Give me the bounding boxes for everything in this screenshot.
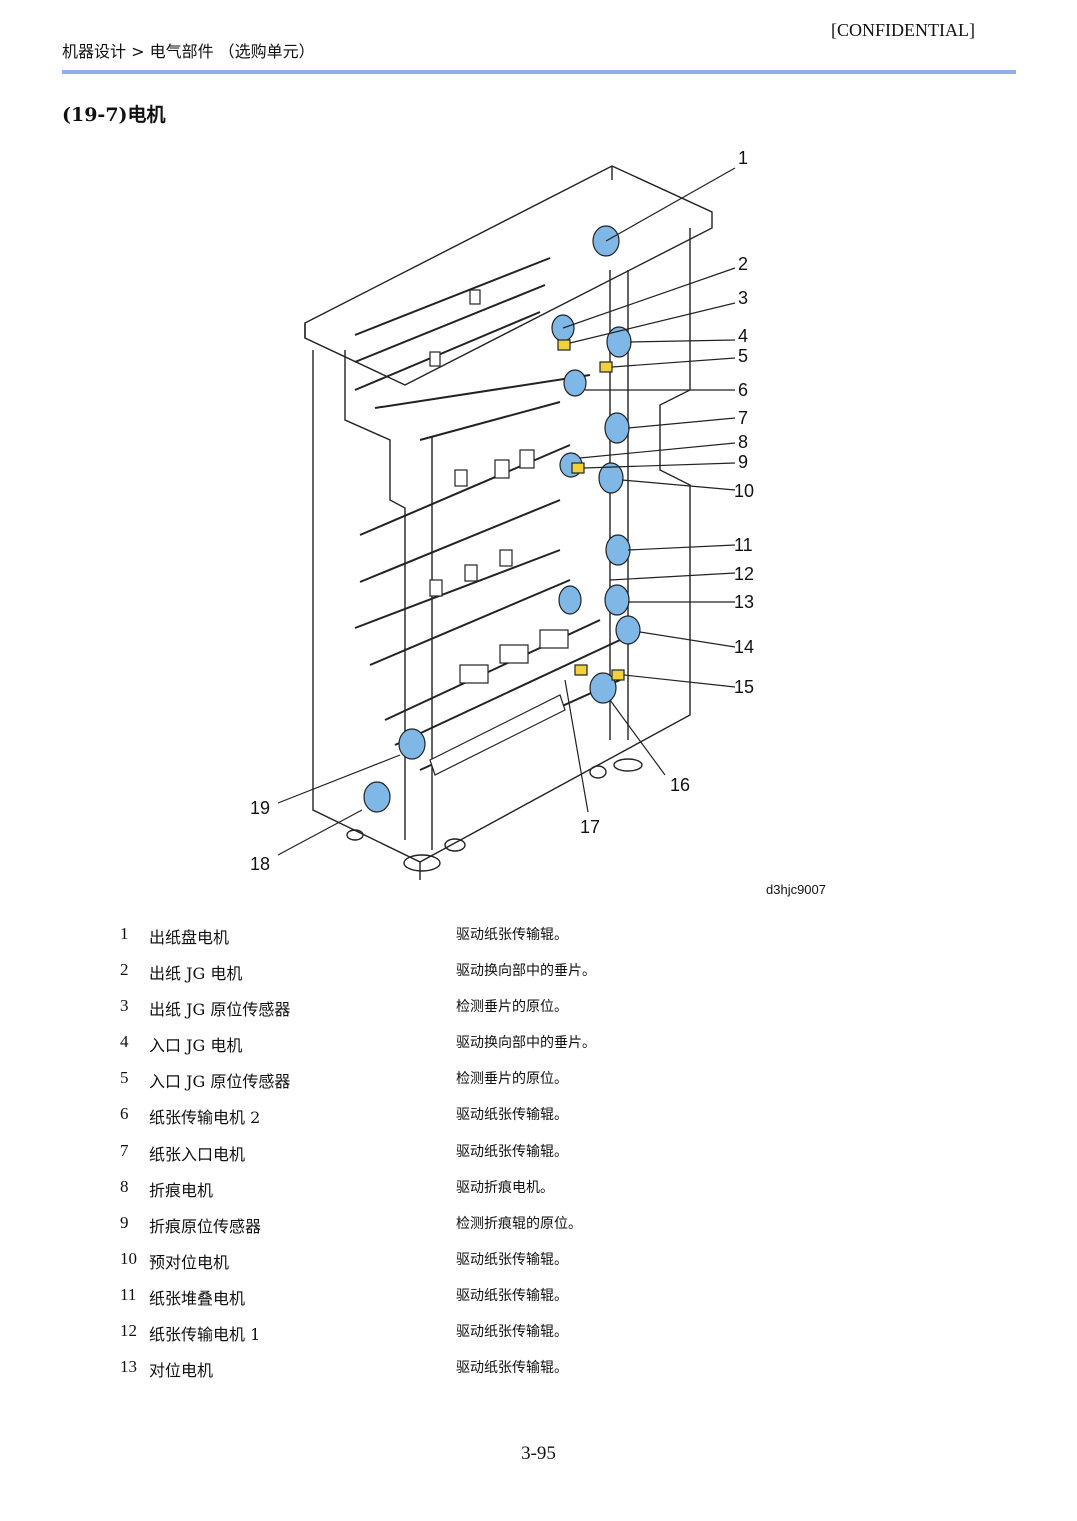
part-number: 13 — [120, 1357, 137, 1377]
callout: 3 — [738, 288, 748, 308]
part-name: 纸张传输电机 1 — [149, 1325, 261, 1345]
part-description: 检测折痕辊的原位。 — [456, 1215, 582, 1232]
part-description: 驱动纸张传输辊。 — [456, 1360, 568, 1377]
callout: 2 — [738, 254, 748, 274]
part-name: 出纸 JG 原位传感器 — [149, 1000, 291, 1020]
sensor-shapes — [557, 339, 625, 681]
list-item: 10 预对位电机 驱动纸张传输辊。 — [0, 1243, 1077, 1279]
list-item: 12 纸张传输电机 1 驱动纸张传输辊。 — [0, 1315, 1077, 1351]
part-name: 对位电机 — [149, 1361, 214, 1381]
motor-shapes — [363, 225, 641, 813]
leader-lines — [277, 167, 736, 856]
unit-diagram: 1 2 3 4 5 6 7 8 9 10 11 12 13 14 15 16 1… — [250, 148, 754, 880]
callout-labels: 1 2 3 4 5 6 7 8 9 10 11 12 13 14 15 16 1… — [250, 148, 754, 874]
part-name: 纸张入口电机 — [149, 1144, 246, 1164]
callout: 13 — [734, 592, 754, 612]
part-number: 12 — [120, 1321, 137, 1341]
callout: 17 — [580, 817, 600, 837]
part-name: 纸张传输电机 2 — [149, 1108, 261, 1128]
part-description: 驱动纸张传输辊。 — [456, 1287, 568, 1304]
frame-outline — [304, 165, 713, 880]
parts-list: 1 出纸盘电机 驱动纸张传输辊。 2 出纸 JG 电机 驱动换向部中的垂片。 3… — [0, 918, 1077, 1387]
part-number: 8 — [120, 1176, 129, 1196]
callout: 18 — [250, 854, 270, 874]
part-description: 驱动纸张传输辊。 — [456, 927, 568, 943]
part-number: 6 — [120, 1104, 129, 1124]
section-title: (19-7)电机 — [62, 104, 166, 126]
part-description: 检测垂片的原位。 — [456, 999, 568, 1016]
part-description: 驱动纸张传输辊。 — [456, 1324, 568, 1341]
callout: 9 — [738, 452, 748, 472]
part-number: 4 — [120, 1032, 129, 1052]
callout: 19 — [250, 798, 270, 818]
header-rule — [62, 70, 1016, 74]
part-number: 10 — [120, 1248, 137, 1268]
list-item: 1 出纸盘电机 驱动纸张传输辊。 — [0, 918, 1077, 954]
breadcrumb: 机器设计 > 电气部件 （选购单元） — [62, 42, 315, 61]
page-number: 3-95 — [521, 1443, 556, 1464]
callout: 14 — [734, 637, 754, 657]
part-number: 5 — [120, 1068, 129, 1088]
part-description: 驱动纸张传输辊。 — [456, 1143, 568, 1160]
list-item: 11 纸张堆叠电机 驱动纸张传输辊。 — [0, 1279, 1077, 1315]
callout: 11 — [734, 535, 753, 555]
part-description: 驱动换向部中的垂片。 — [456, 1035, 596, 1052]
motor-layout-figure: 1 2 3 4 5 6 7 8 9 10 11 12 13 14 15 16 1… — [0, 140, 1077, 900]
callout: 10 — [734, 481, 754, 501]
part-name: 折痕电机 — [149, 1180, 214, 1200]
part-name: 出纸 JG 电机 — [149, 964, 243, 984]
list-item: 2 出纸 JG 电机 驱动换向部中的垂片。 — [0, 954, 1077, 990]
list-item: 5 入口 JG 原位传感器 检测垂片的原位。 — [0, 1062, 1077, 1098]
list-item: 13 对位电机 驱动纸张传输辊。 — [0, 1351, 1077, 1387]
callout: 16 — [670, 775, 690, 795]
part-number: 11 — [120, 1284, 137, 1304]
part-description: 驱动纸张传输辊。 — [456, 1107, 568, 1124]
part-number: 9 — [120, 1212, 129, 1232]
part-description: 驱动换向部中的垂片。 — [456, 963, 596, 980]
list-item: 4 入口 JG 电机 驱动换向部中的垂片。 — [0, 1026, 1077, 1062]
part-name: 纸张堆叠电机 — [149, 1288, 246, 1308]
part-number: 3 — [120, 996, 129, 1016]
callout: 5 — [738, 346, 748, 366]
part-name: 预对位电机 — [149, 1252, 230, 1272]
callout: 7 — [738, 408, 748, 428]
figure-id: d3hjc9007 — [766, 882, 826, 897]
confidential-label: [CONFIDENTIAL] — [831, 20, 975, 40]
callout: 6 — [738, 380, 748, 400]
callout: 4 — [738, 326, 748, 346]
part-name: 出纸盘电机 — [149, 928, 230, 947]
part-number: 1 — [120, 924, 129, 943]
part-number: 7 — [120, 1140, 129, 1160]
callout: 15 — [734, 677, 754, 697]
list-item: 6 纸张传输电机 2 驱动纸张传输辊。 — [0, 1098, 1077, 1134]
callout: 12 — [734, 564, 754, 584]
list-item: 3 出纸 JG 原位传感器 检测垂片的原位。 — [0, 990, 1077, 1026]
rollers — [429, 289, 569, 776]
list-item: 8 折痕电机 驱动折痕电机。 — [0, 1171, 1077, 1207]
callout: 8 — [738, 432, 748, 452]
list-item: 7 纸张入口电机 驱动纸张传输辊。 — [0, 1135, 1077, 1171]
part-name: 折痕原位传感器 — [149, 1216, 262, 1236]
callout: 1 — [738, 148, 748, 168]
part-name: 入口 JG 原位传感器 — [149, 1072, 291, 1092]
part-description: 驱动纸张传输辊。 — [456, 1251, 568, 1268]
list-item: 9 折痕原位传感器 检测折痕辊的原位。 — [0, 1207, 1077, 1243]
part-number: 2 — [120, 960, 129, 980]
part-description: 检测垂片的原位。 — [456, 1071, 568, 1088]
part-name: 入口 JG 电机 — [149, 1036, 243, 1056]
part-description: 驱动折痕电机。 — [456, 1179, 554, 1196]
